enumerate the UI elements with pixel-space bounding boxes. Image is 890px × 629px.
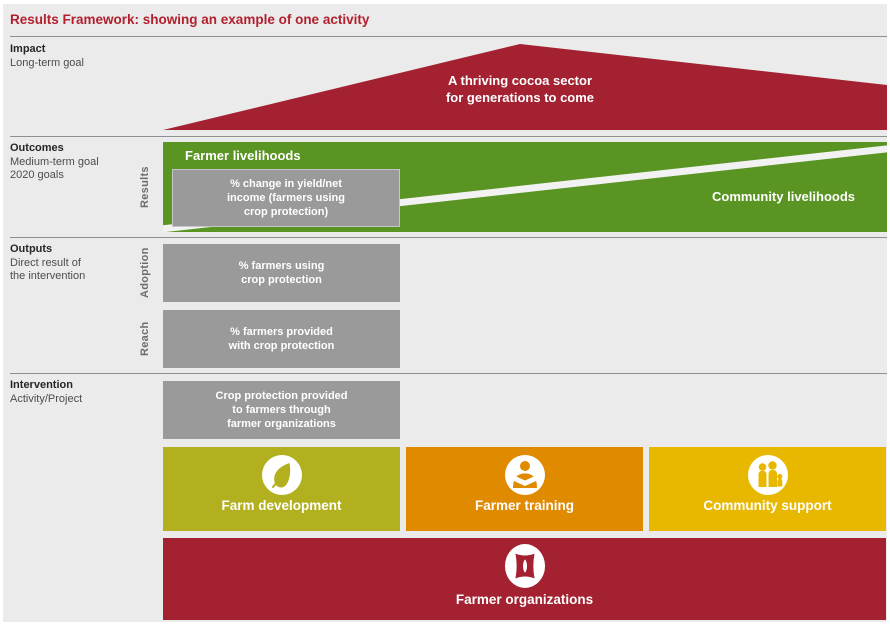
activity-label: Farm development xyxy=(221,498,342,513)
section-title: Impact xyxy=(10,43,46,55)
activity-label: Community support xyxy=(703,498,832,513)
intervention-indicator-box: Crop protection provided to farmers thro… xyxy=(163,381,400,439)
cocoa-sack-icon xyxy=(504,543,546,589)
indicator-line: crop protection xyxy=(241,274,322,286)
indicator-line: with crop protection xyxy=(228,340,335,352)
divider-title xyxy=(10,36,887,37)
intervention-section-label: Intervention Activity/Project xyxy=(10,379,82,406)
reach-indicator-box: % farmers provided with crop protection xyxy=(163,310,400,368)
farmer-livelihoods-label: Farmer livelihoods xyxy=(185,148,301,163)
divider-outputs-intervention xyxy=(10,373,887,374)
section-title: Intervention xyxy=(10,379,73,391)
farmer-reading-icon xyxy=(504,455,545,495)
indicator-line: crop protection) xyxy=(243,206,329,218)
foundation-farmer-organizations: Farmer organizations xyxy=(163,538,886,620)
impact-triangle xyxy=(163,44,887,130)
activity-community-support: Community support xyxy=(649,447,886,531)
adoption-axis-label: Adoption xyxy=(139,247,151,299)
page-title: Results Framework: showing an example of… xyxy=(10,12,370,27)
section-subline: the intervention xyxy=(10,270,86,282)
divider-impact-outcomes xyxy=(10,136,887,137)
leaf-icon xyxy=(261,455,302,495)
family-icon xyxy=(747,455,788,495)
adoption-indicator-box: % farmers using crop protection xyxy=(163,244,400,302)
section-subline: 2020 goals xyxy=(10,169,64,181)
outcomes-section-label: Outcomes Medium-term goal 2020 goals xyxy=(10,142,99,183)
section-subline: Direct result of xyxy=(10,256,81,269)
activity-farm-development: Farm development xyxy=(163,447,400,531)
indicator-line: % farmers provided xyxy=(230,326,333,338)
results-axis-label: Results xyxy=(139,166,151,208)
section-subline: Long-term goal xyxy=(10,56,84,69)
reach-axis-label: Reach xyxy=(139,321,151,357)
activity-farmer-training: Farmer training xyxy=(406,447,643,531)
community-livelihoods-label: Community livelihoods xyxy=(711,189,855,204)
section-subline: Medium-term goal xyxy=(10,155,99,168)
outputs-section-label: Outputs Direct result of the interventio… xyxy=(10,243,85,284)
outcomes-band: Farmer livelihoods Community livelihoods… xyxy=(163,142,887,232)
impact-goal-line: A thriving cocoa sector xyxy=(448,73,592,88)
impact-goal-text: A thriving cocoa sector for generations … xyxy=(320,72,720,106)
indicator-line: Crop protection provided xyxy=(215,390,348,402)
impact-goal-line: for generations to come xyxy=(445,90,595,105)
indicator-line: % change in yield/net xyxy=(230,178,342,190)
indicator-line: to farmers through xyxy=(232,404,331,416)
indicator-line: income (farmers using xyxy=(227,192,345,204)
section-title: Outcomes xyxy=(10,142,64,154)
indicator-line: farmer organizations xyxy=(227,418,336,430)
foundation-label: Farmer organizations xyxy=(455,592,594,607)
section-subline: Activity/Project xyxy=(10,392,83,405)
impact-section-label: Impact Long-term goal xyxy=(10,43,84,70)
triangle-shape xyxy=(163,44,887,130)
activity-label: Farmer training xyxy=(474,498,575,513)
indicator-line: % farmers using xyxy=(238,260,325,272)
section-title: Outputs xyxy=(10,243,53,255)
divider-outcomes-outputs xyxy=(10,237,887,238)
outcome-indicator-box: % change in yield/net income (farmers us… xyxy=(172,169,400,227)
